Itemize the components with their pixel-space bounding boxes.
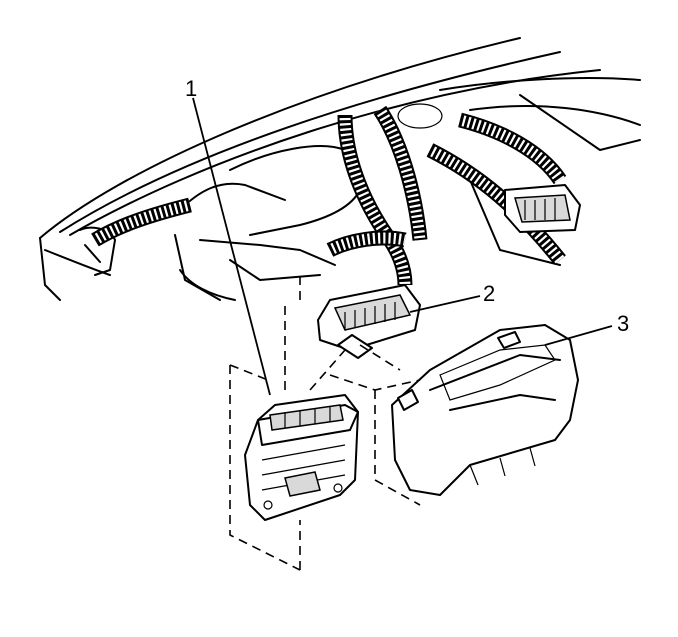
wire-harness-center [326, 105, 567, 286]
right-bracket [504, 184, 581, 233]
module-cover [391, 324, 579, 496]
pcm-module [244, 394, 359, 521]
callout-leaders [192, 97, 613, 396]
callout-1: 1 [185, 76, 197, 101]
body-panel-lines [39, 37, 641, 301]
callout-2: 2 [483, 281, 495, 306]
assembly-guide-lines [229, 270, 421, 571]
harness-connector [317, 284, 421, 359]
callout-3: 3 [617, 311, 629, 336]
wire-harness-left [91, 197, 192, 247]
